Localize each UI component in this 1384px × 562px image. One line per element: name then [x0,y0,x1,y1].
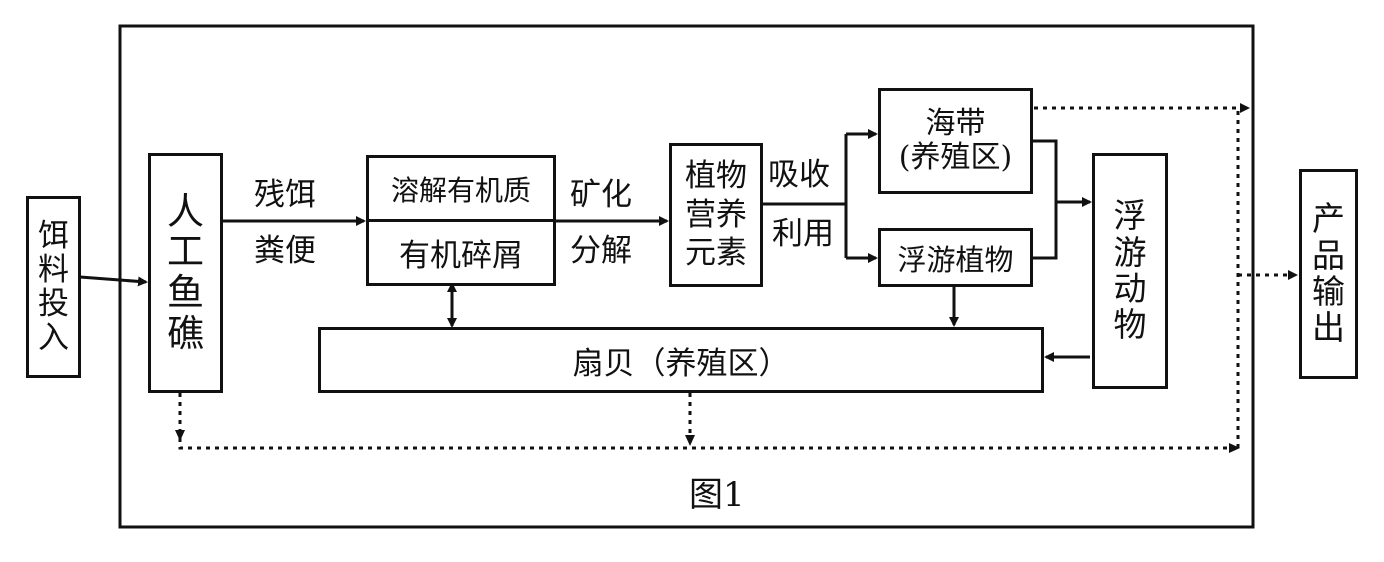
phytoplankton-label: 浮游植物 [897,242,1014,277]
plant-nutrients-box: 植物营养元素 [669,143,763,287]
edge-label-absorption: 吸收 [768,157,830,193]
dotted-scallop-arrowhead [685,435,695,446]
arrow-feed-to-reef [79,275,148,287]
product-output-label: 产品输出 [1312,199,1345,348]
outer-frame [118,24,1255,529]
zooplankton-label: 浮游动物 [1113,196,1147,345]
artificial-reef-box: 人工鱼礁 [148,153,223,393]
plant-nutrients-label: 植物营养元素 [685,157,747,272]
figure-caption: 图1 [689,475,745,515]
edge-label-residual-feed: 残饵 [254,177,316,213]
zooplankton-box: 浮游动物 [1092,153,1168,389]
edge-label-mineralization: 矿化 [570,177,632,213]
phytoplankton-box: 浮游植物 [878,228,1033,287]
dotted-bottom-output [178,393,1232,450]
product-output-box: 产品输出 [1299,169,1358,379]
organic-debris-label: 有机碎屑 [399,238,523,274]
dissolved-organic-label: 溶解有机质 [390,173,531,207]
dotted-kelp-arrowhead [1240,103,1250,113]
scallop-box: 扇贝（养殖区） [318,327,1044,393]
kelp-label: 海带 [925,105,986,141]
organic-matter-box: 溶解有机质 有机碎屑 [366,155,556,286]
dotted-bottom-arrowhead [1229,443,1240,453]
feed-input-label: 饵料投入 [38,217,69,357]
kelp-sublabel: (养殖区) [898,140,1013,175]
merge-to-zooplankton [1032,139,1090,260]
kelp-box: 海带 (养殖区) [878,88,1033,194]
edge-label-decomposition: 分解 [570,233,632,269]
edge-label-feces: 粪便 [254,233,316,269]
feed-input-box: 饵料投入 [26,196,81,378]
dotted-product-arrowhead [1288,270,1298,280]
dotted-reef-arrowhead [175,430,185,441]
edge-label-utilization: 利用 [772,216,834,252]
organic-divider [369,219,553,222]
scallop-label: 扇贝（养殖区） [572,345,790,382]
artificial-reef-label: 人工鱼礁 [167,189,204,355]
arrow-to-kelp [844,134,876,258]
